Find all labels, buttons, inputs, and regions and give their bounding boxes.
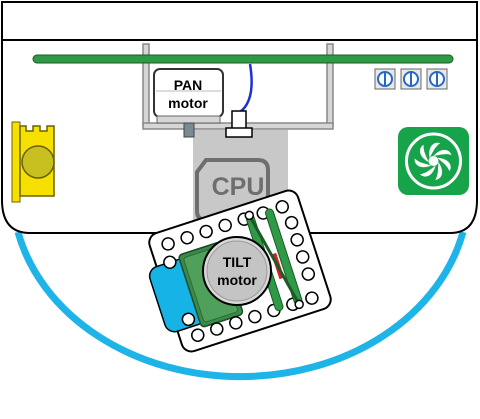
yellow-motor bbox=[11, 121, 55, 203]
pan-motor-label-line2: motor bbox=[168, 95, 208, 111]
potentiometer-icon bbox=[426, 68, 448, 90]
tilt-motor-label-line2: motor bbox=[217, 272, 257, 288]
green-rail bbox=[32, 54, 454, 64]
tilt-motor: TILT motor bbox=[202, 236, 272, 306]
tilt-mechanism: TILT motor bbox=[148, 189, 332, 353]
cable-connector bbox=[225, 110, 253, 138]
potentiometer-icon bbox=[374, 68, 396, 90]
cpu-label: CPU bbox=[212, 173, 265, 201]
cable bbox=[239, 63, 253, 113]
pan-motor-label-line1: PAN bbox=[174, 77, 203, 93]
tilt-motor-label-line1: TILT bbox=[223, 254, 252, 270]
dial-group bbox=[374, 68, 448, 90]
dome-arc bbox=[14, 231, 467, 381]
pan-motor: PAN motor bbox=[153, 68, 224, 138]
potentiometer-icon bbox=[400, 68, 422, 90]
fan-icon bbox=[398, 127, 469, 195]
